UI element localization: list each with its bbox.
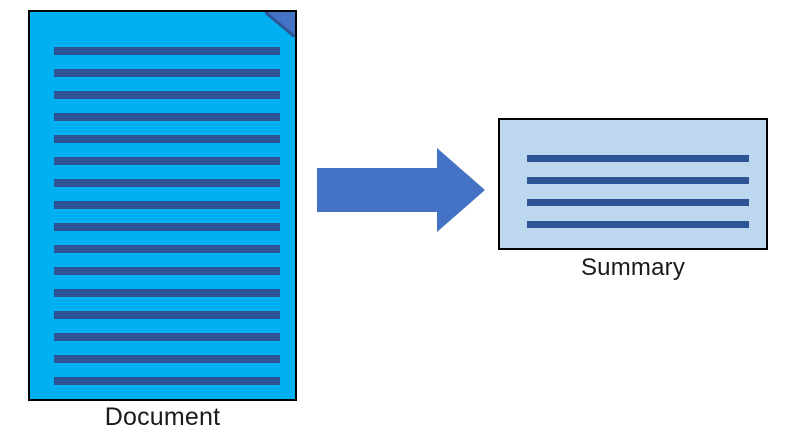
text-line: [527, 155, 749, 162]
folded-corner-edge: [265, 12, 295, 37]
text-line: [54, 157, 280, 165]
text-line: [54, 289, 280, 297]
text-line: [54, 135, 280, 143]
document-shape: [28, 10, 297, 401]
text-line: [54, 355, 280, 363]
text-line: [54, 267, 280, 275]
text-line: [54, 377, 280, 385]
text-line: [54, 333, 280, 341]
text-line: [54, 47, 280, 55]
text-line: [54, 201, 280, 209]
document-label: Document: [104, 403, 221, 431]
text-line: [527, 221, 749, 228]
right-arrow-fill: [317, 148, 485, 232]
text-line: [54, 69, 280, 77]
text-line: [54, 179, 280, 187]
right-arrow-icon: [317, 148, 485, 232]
text-line: [54, 311, 280, 319]
text-line: [527, 177, 749, 184]
folded-corner-icon: [265, 12, 295, 37]
text-line: [54, 245, 280, 253]
summary-shape: [498, 118, 768, 250]
text-line: [54, 113, 280, 121]
summary-label: Summary: [580, 254, 686, 281]
text-line: [54, 223, 280, 231]
text-line: [54, 91, 280, 99]
text-line: [527, 199, 749, 206]
